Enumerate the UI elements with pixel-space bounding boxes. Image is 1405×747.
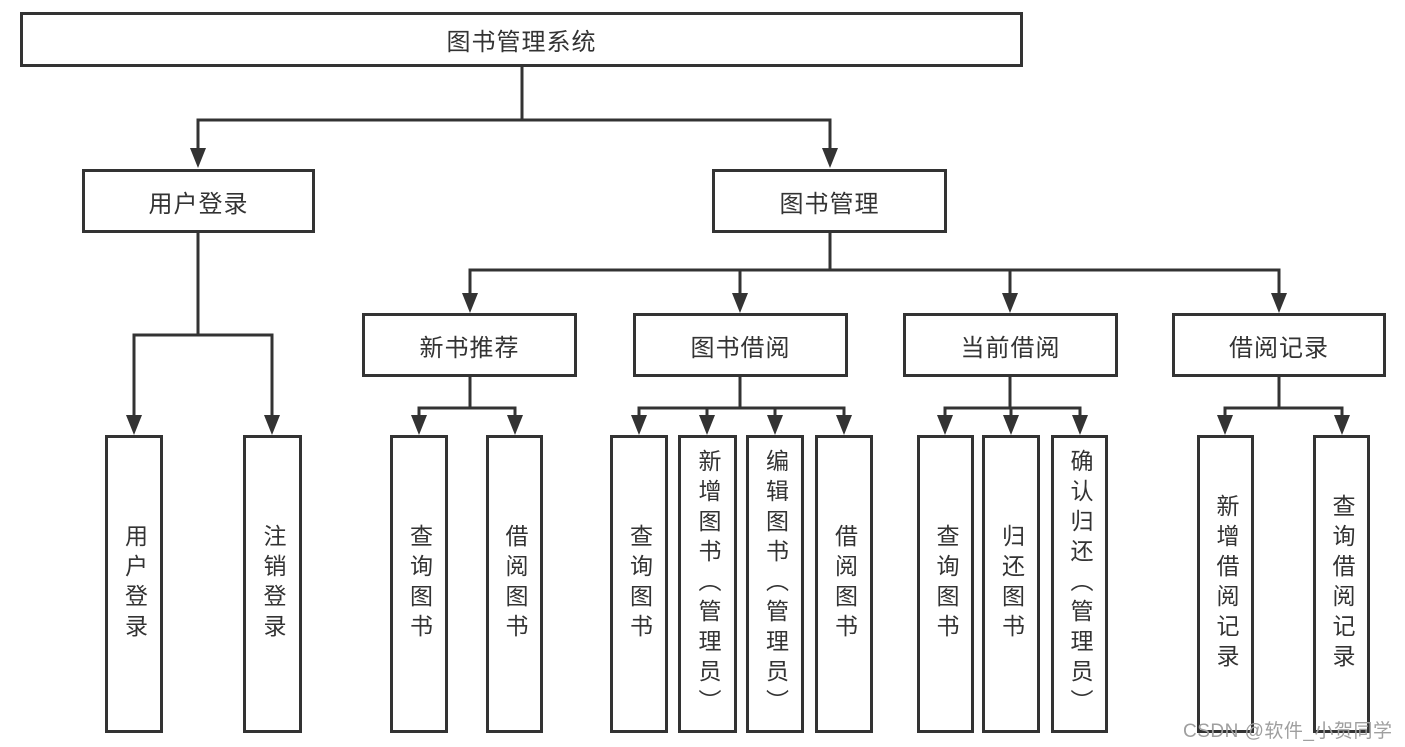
leaf-borrow-books-recommend: 借阅图书 — [486, 435, 543, 733]
node-current-borrowing: 当前借阅 — [903, 313, 1118, 377]
arrowhead-icon — [1002, 293, 1018, 313]
arrowhead-icon — [507, 415, 523, 435]
arrowhead-icon — [836, 415, 852, 435]
arrowhead-icon — [190, 148, 206, 168]
node-new-book-recommendation: 新书推荐 — [362, 313, 577, 377]
arrowhead-icon — [1217, 415, 1233, 435]
leaf-edit-book-admin: 编辑图书（管理员） — [746, 435, 804, 733]
leaf-label: 借阅图书 — [831, 524, 858, 644]
leaf-label: 注销登录 — [260, 524, 286, 644]
leaf-label: 新增图书（管理员） — [695, 449, 721, 719]
line — [417, 375, 517, 420]
leaf-logout: 注销登录 — [243, 435, 302, 733]
arrowhead-icon — [732, 293, 748, 313]
leaf-label: 查询图书 — [933, 524, 959, 644]
arrowhead-icon — [411, 415, 427, 435]
arrowhead-icon — [699, 415, 715, 435]
leaf-label: 新增借阅记录 — [1213, 494, 1239, 674]
leaf-label: 借阅图书 — [502, 524, 528, 644]
leaf-query-books-current: 查询图书 — [917, 435, 974, 733]
line — [132, 230, 274, 420]
connector-current-borrowing — [937, 375, 1088, 435]
leaf-label: 归还图书 — [998, 524, 1025, 644]
node-borrowing-records: 借阅记录 — [1172, 313, 1386, 377]
arrowhead-icon — [264, 415, 280, 435]
leaf-query-books-recommend: 查询图书 — [390, 435, 448, 733]
line — [196, 65, 832, 152]
line — [943, 375, 1082, 420]
connector-root — [190, 65, 838, 168]
connector-book-management — [462, 231, 1287, 313]
line — [1223, 375, 1344, 420]
leaf-label: 查询图书 — [626, 524, 653, 644]
arrowhead-icon — [1072, 415, 1088, 435]
node-book-borrowing: 图书借阅 — [633, 313, 848, 377]
leaf-user-login: 用户登录 — [105, 435, 163, 733]
connector-user-login — [126, 230, 280, 435]
arrowhead-icon — [767, 415, 783, 435]
watermark-text: CSDN @软件_小贺同学 — [1183, 721, 1393, 742]
connector-book-borrowing — [631, 375, 852, 435]
arrowhead-icon — [1003, 415, 1019, 435]
leaf-borrow-books-borrowing: 借阅图书 — [815, 435, 873, 733]
leaf-label: 查询图书 — [406, 524, 433, 644]
connector-borrowing-records — [1217, 375, 1350, 435]
leaf-return-books: 归还图书 — [982, 435, 1040, 733]
arrowhead-icon — [462, 293, 478, 313]
arrowhead-icon — [937, 415, 953, 435]
line — [468, 231, 1281, 298]
leaf-query-books-borrowing: 查询图书 — [610, 435, 668, 733]
arrowhead-icon — [1334, 415, 1350, 435]
leaf-label: 用户登录 — [121, 524, 148, 644]
leaf-label: 编辑图书（管理员） — [762, 449, 789, 719]
leaf-add-book-admin: 新增图书（管理员） — [678, 435, 737, 733]
arrowhead-icon — [631, 415, 647, 435]
arrowhead-icon — [822, 148, 838, 168]
line — [637, 375, 846, 420]
leaf-add-borrow-record: 新增借阅记录 — [1197, 435, 1254, 733]
leaf-query-borrow-record: 查询借阅记录 — [1313, 435, 1370, 733]
leaf-label: 查询借阅记录 — [1329, 494, 1355, 674]
leaf-confirm-return-admin: 确认归还（管理员） — [1051, 435, 1108, 733]
arrowhead-icon — [1271, 293, 1287, 313]
leaf-label: 确认归还（管理员） — [1067, 449, 1093, 719]
node-book-management: 图书管理 — [712, 169, 947, 233]
arrowhead-icon — [126, 415, 142, 435]
node-user-login: 用户登录 — [82, 169, 315, 233]
connector-new-book-recommendation — [411, 375, 523, 435]
node-library-management-system: 图书管理系统 — [20, 12, 1023, 67]
